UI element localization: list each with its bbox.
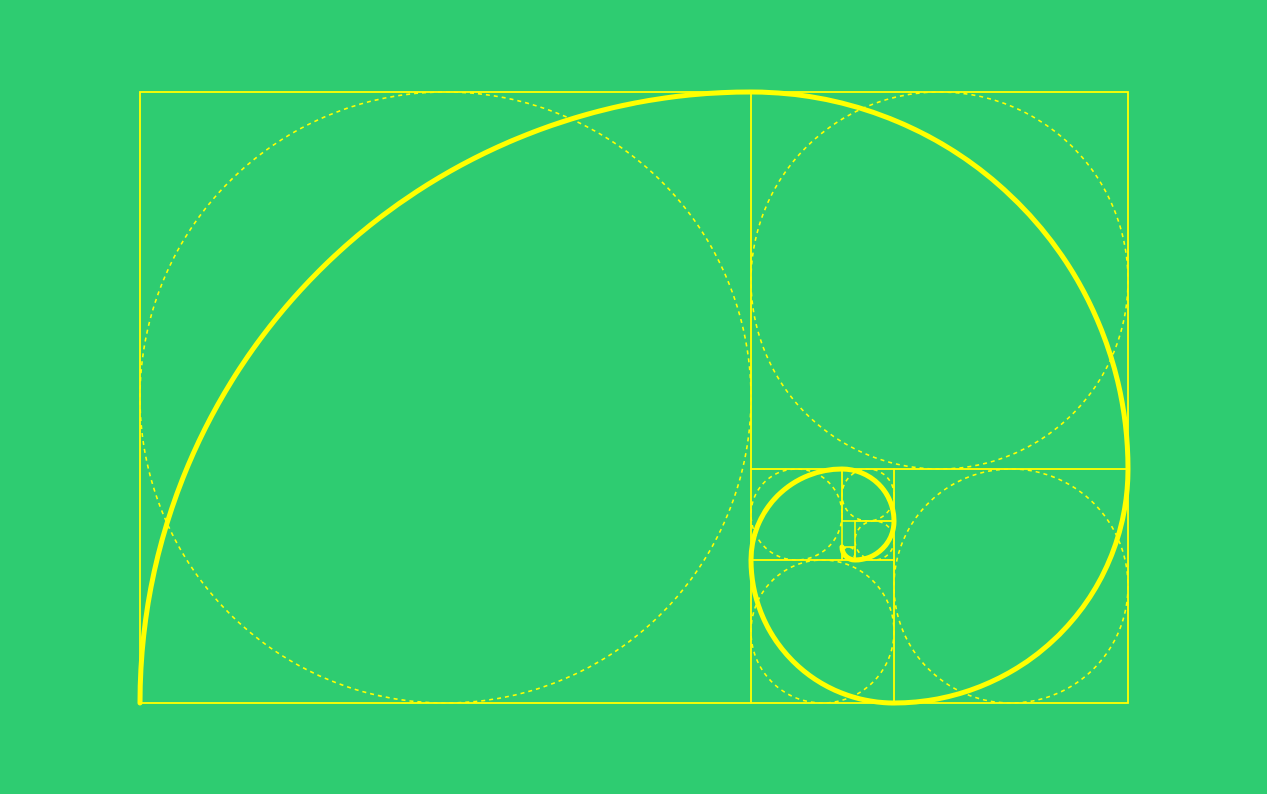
- square-3: [893, 468, 1129, 704]
- square-2: [750, 91, 1129, 470]
- golden-rectangle-border: [139, 91, 1129, 704]
- square-1: [139, 91, 752, 704]
- inscribed-circle-1: [139, 91, 752, 704]
- inscribed-circle-2: [750, 91, 1129, 470]
- golden-spiral-curve: [137, 89, 1131, 706]
- inscribed-circle-7: [854, 520, 895, 561]
- inscribed-circle-3: [893, 468, 1129, 704]
